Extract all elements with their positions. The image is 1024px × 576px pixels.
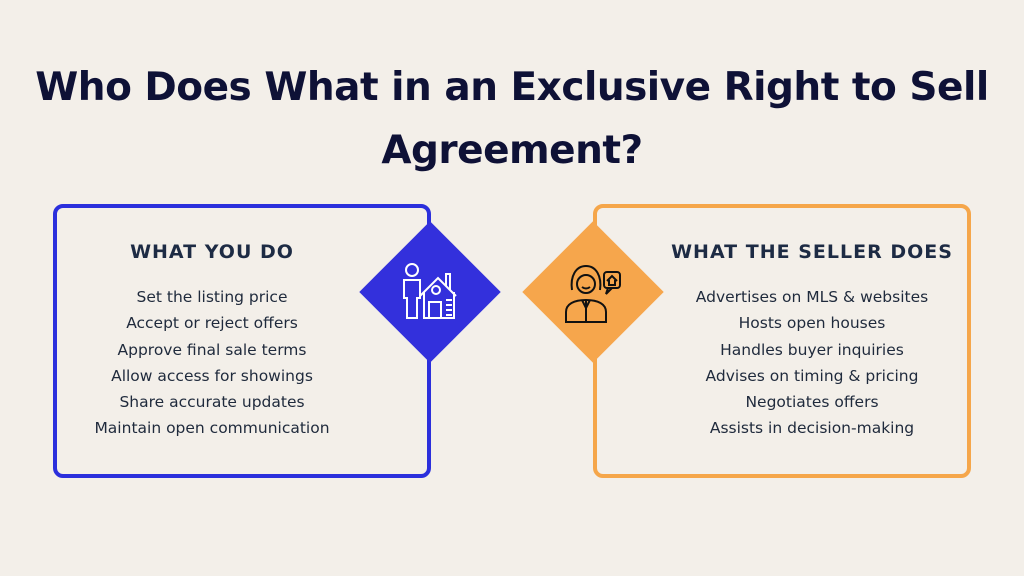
agent-speech-house-icon [565,264,621,323]
page-title: Who Does What in an Exclusive Right to S… [35,65,989,173]
list-item: Handles buyer inquiries [720,340,904,359]
list-item: Share accurate updates [119,393,305,412]
list-item: Advises on timing & pricing [705,366,919,385]
list-item: Hosts open houses [738,314,886,333]
list-item: Set the listing price [136,288,288,306]
left-heading: WHAT YOU DO [130,241,294,263]
person-house-icon [403,263,457,319]
list-item: Accept or reject offers [126,314,298,333]
right-list: Advertises on MLS & websites Hosts open … [632,284,992,442]
list-item: Maintain open communication [94,419,330,438]
right-heading: WHAT THE SELLER DOES [671,241,953,263]
list-item: Negotiates offers [745,393,879,412]
list-item: Advertises on MLS & websites [695,288,929,306]
list-item: Allow access for showings [111,366,313,385]
left-list: Set the listing price Accept or reject o… [32,284,392,442]
list-item: Approve final sale terms [117,340,307,359]
list-item: Assists in decision-making [709,419,915,438]
